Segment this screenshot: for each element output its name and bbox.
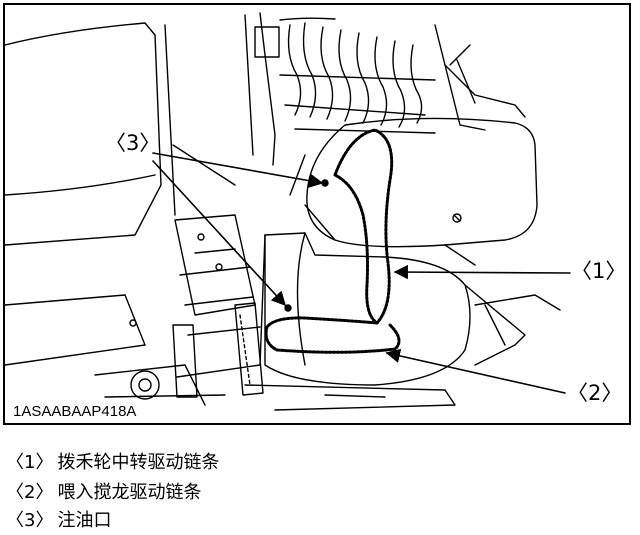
legend-text: 拨禾轮中转驱动链条 — [57, 452, 220, 473]
reel-tines — [244, 12, 526, 166]
callout-1: 〈1〉 — [571, 259, 627, 283]
figure-id: 1ASAABAAP418A — [13, 403, 137, 420]
drive-chains — [264, 128, 401, 354]
machine-illustration — [5, 12, 571, 411]
legend-number: 〈1〉 — [6, 452, 54, 473]
legend-item-3: 〈3〉注油口 — [6, 512, 111, 530]
legend-text: 注油口 — [57, 510, 112, 531]
callout-2: 〈2〉 — [567, 381, 623, 405]
step-ladder — [172, 214, 264, 398]
legend-number: 〈2〉 — [6, 482, 54, 503]
legend-item-2: 〈2〉喂入搅龙驱动链条 — [6, 484, 201, 502]
figure-frame: 〈3〉 〈1〉 〈2〉 1ASAABAAP418A — [3, 3, 631, 425]
legend-text: 喂入搅龙驱动链条 — [57, 482, 202, 503]
legend-item-1: 〈1〉拨禾轮中转驱动链条 — [6, 454, 219, 472]
legend-number: 〈3〉 — [6, 510, 54, 531]
cab-body-panel — [5, 22, 236, 406]
leader-lines — [152, 152, 571, 394]
callout-3: 〈3〉 — [105, 131, 161, 155]
upper-sprocket-cover — [289, 117, 538, 266]
lower-sprocket-cover — [244, 232, 561, 411]
